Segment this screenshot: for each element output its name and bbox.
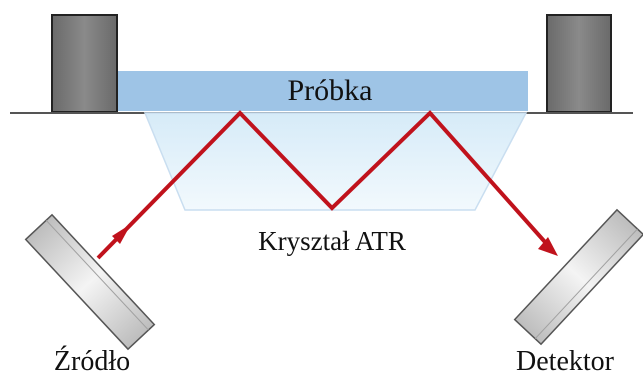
right-clamp (546, 14, 612, 113)
sample-layer (118, 71, 528, 111)
detector-label: Detektor (516, 346, 615, 377)
atr-crystal (143, 112, 528, 211)
left-clamp (51, 14, 118, 113)
ir-beam (96, 110, 555, 260)
sample-label: Próbka (288, 74, 373, 107)
source-label: Źródło (54, 346, 130, 377)
beam-arrow-out (538, 237, 558, 256)
source-mirror (24, 213, 156, 351)
crystal-label: Kryształ ATR (258, 226, 406, 256)
beam-arrow-in (112, 224, 131, 244)
detector-mirror (513, 208, 643, 346)
